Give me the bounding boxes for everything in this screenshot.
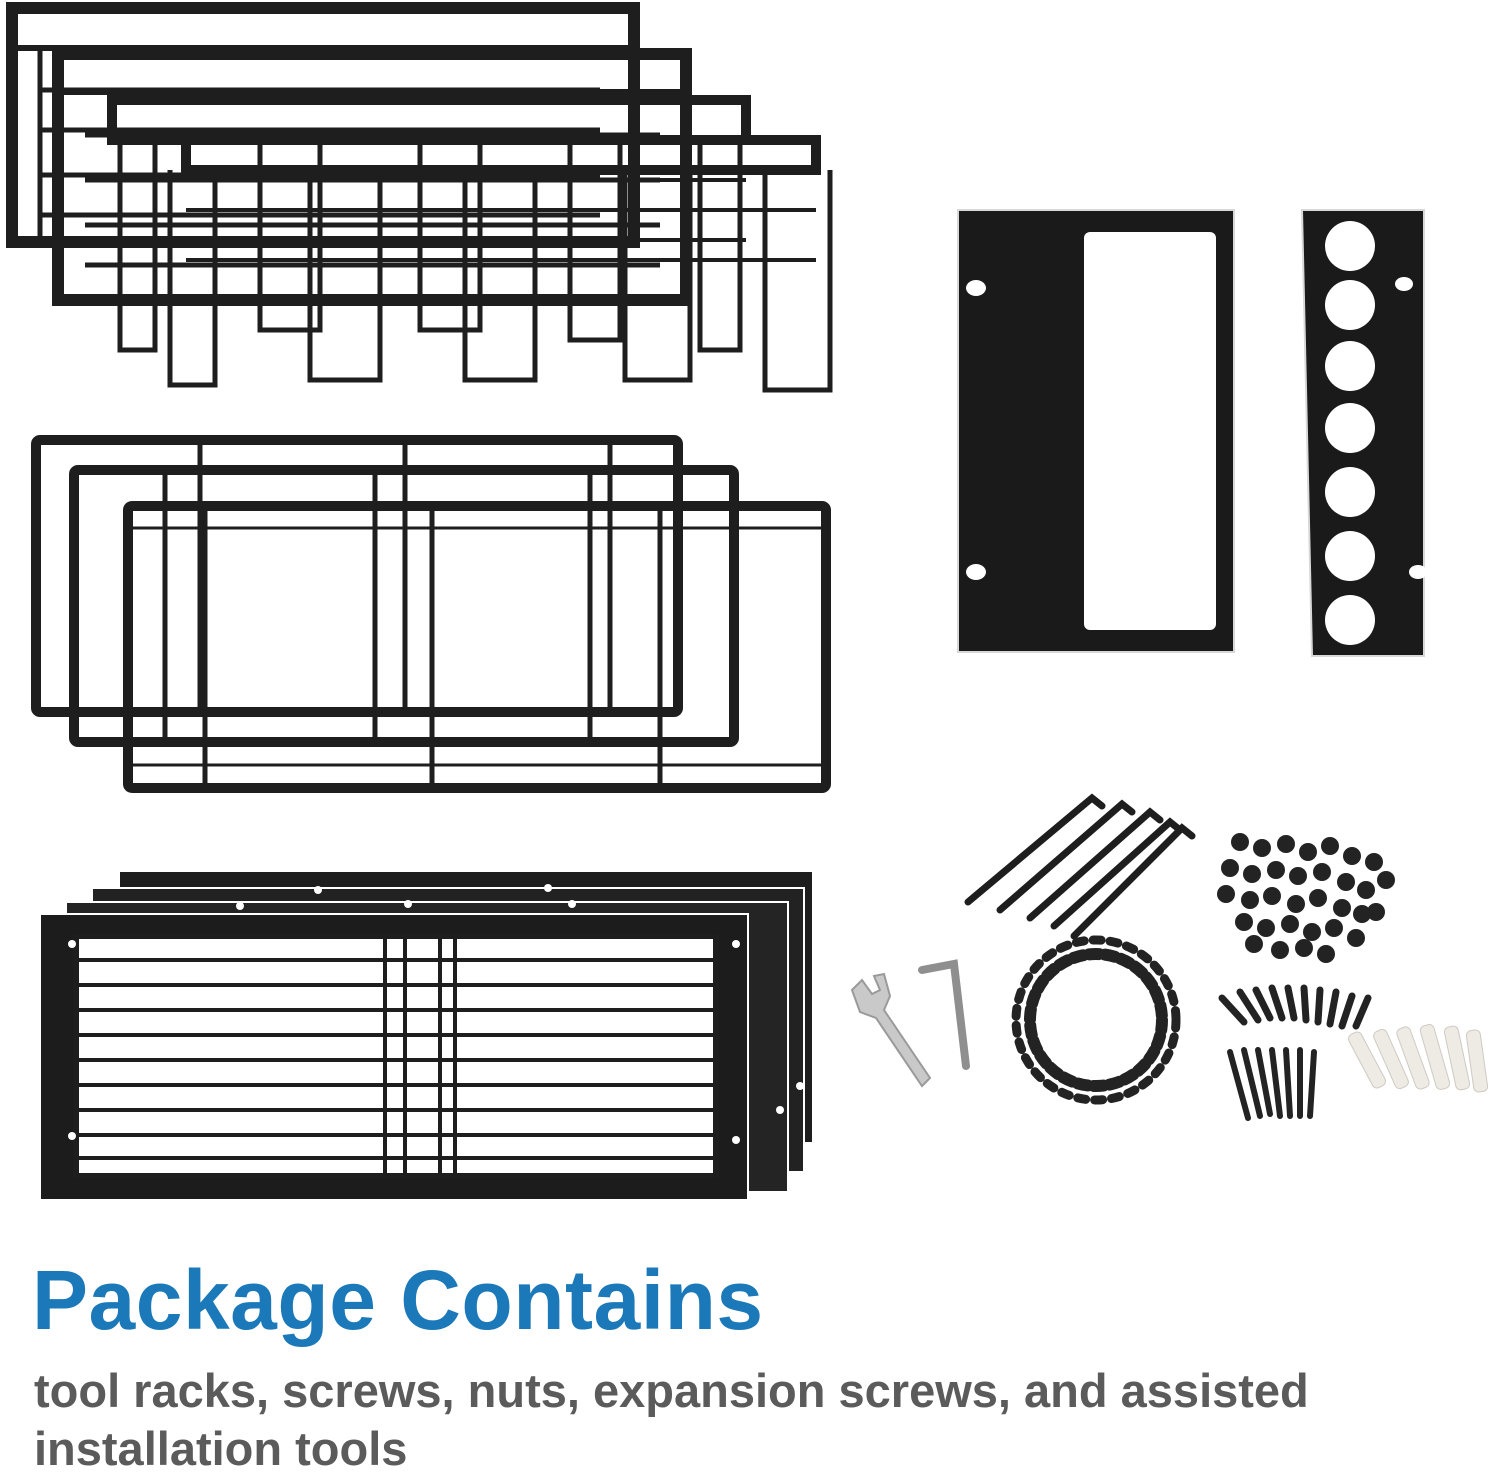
l-hook-rod	[964, 793, 1196, 940]
flat-wire-shelf	[39, 872, 812, 1201]
rectangular-wire-frame	[31, 435, 683, 717]
hex-bolt	[1011, 935, 1181, 1105]
package-contents-description: tool racks, screws, nuts, expansion scre…	[34, 1364, 1309, 1475]
open-end-wrench	[850, 972, 932, 1088]
wood-screw	[1227, 1047, 1317, 1121]
hex-key	[918, 959, 970, 1070]
hole-bracket-plate	[1300, 209, 1427, 657]
package-contains-heading: Package Contains	[32, 1253, 764, 1347]
acorn-nut	[1217, 833, 1395, 963]
wire-hook-rack	[167, 135, 833, 393]
slotted-bracket-plate	[957, 209, 1235, 653]
expansion-anchor	[1347, 1024, 1489, 1093]
machine-screw	[1218, 984, 1372, 1030]
rectangular-wire-frame	[69, 465, 739, 747]
package-contents-illustration	[6, 2, 1489, 1201]
perforated-rack-panel	[6, 2, 640, 248]
rectangular-wire-frame	[123, 501, 831, 793]
